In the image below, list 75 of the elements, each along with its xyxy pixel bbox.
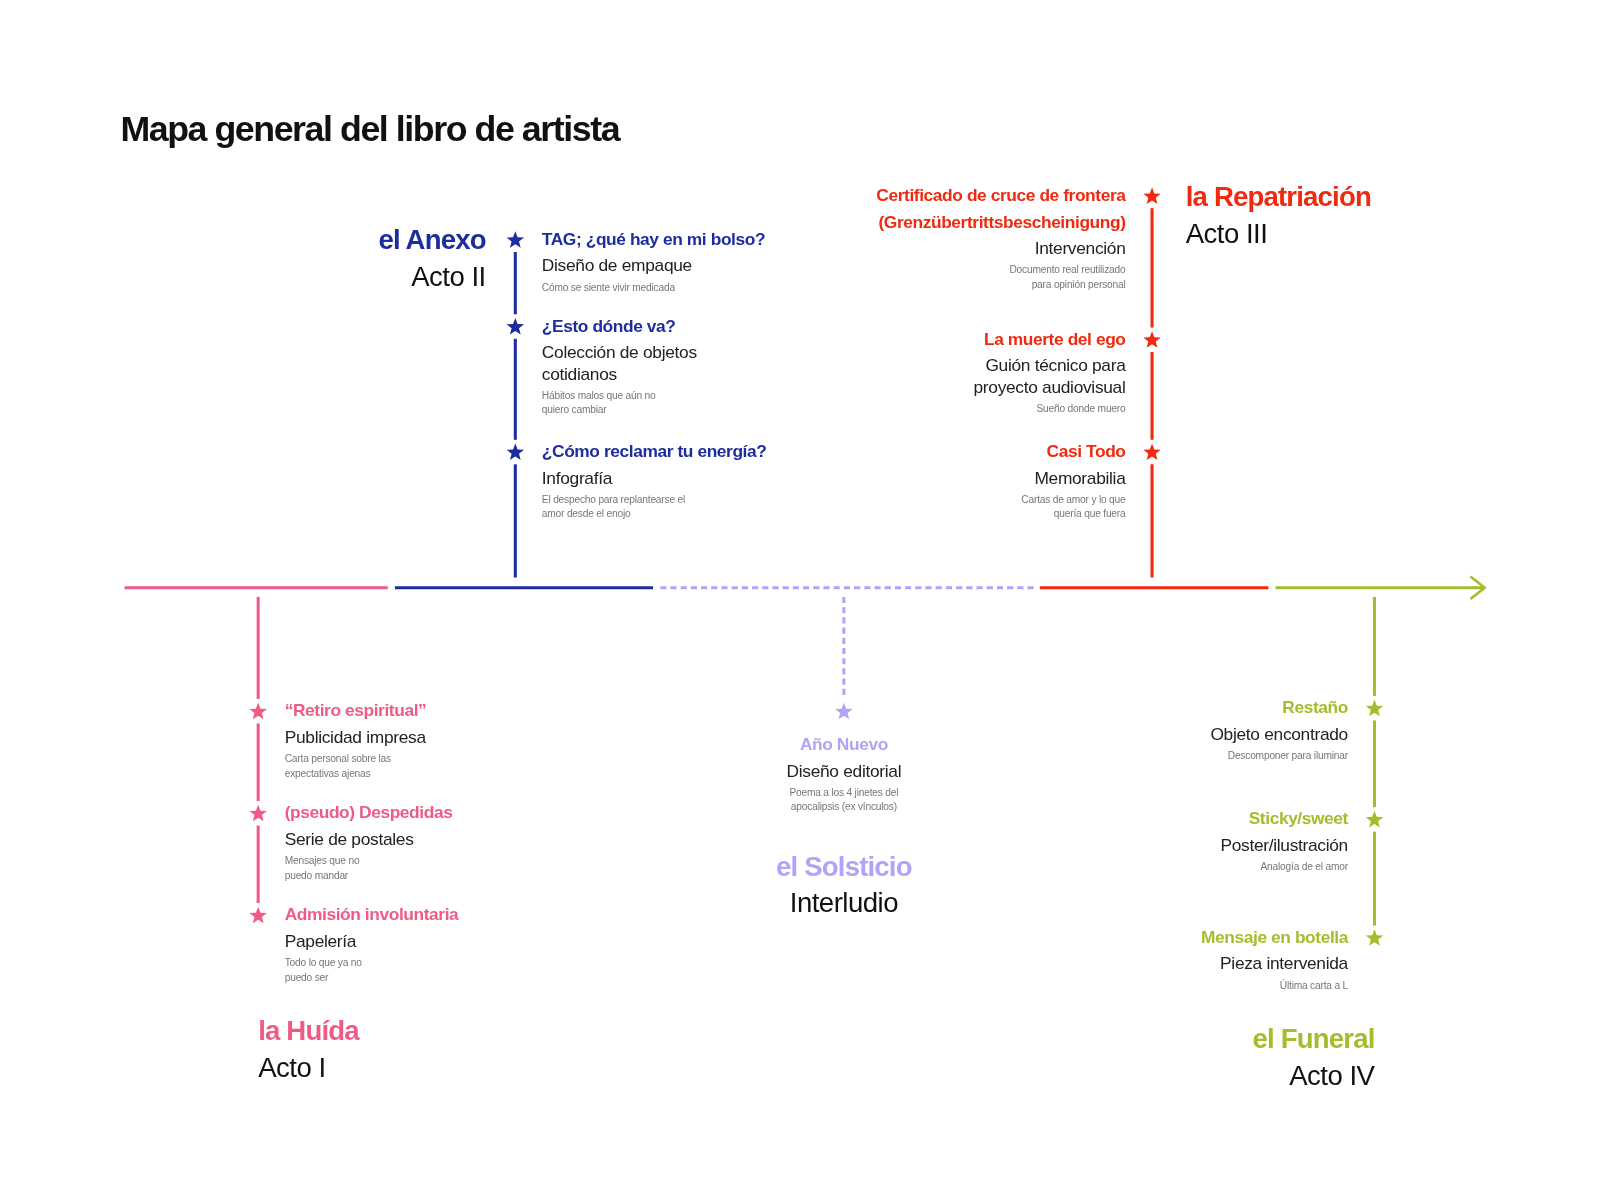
connector-line xyxy=(1150,208,1154,328)
item-type: Intervención xyxy=(1034,237,1126,260)
act-number: Acto I xyxy=(258,1051,326,1085)
connector-line xyxy=(1150,352,1154,440)
item-type: Diseño de empaque xyxy=(541,255,692,277)
star-marker xyxy=(1365,928,1384,947)
act-name: el Solsticio xyxy=(776,850,912,884)
item-description: Última carta a L xyxy=(1279,978,1348,993)
item-type: Infografía xyxy=(541,467,613,489)
item-title: ¿Cómo reclamar tu energía? xyxy=(541,440,767,464)
item-type: Papelería xyxy=(284,930,357,953)
item-description: Sueño donde muero xyxy=(1036,402,1126,417)
act-number: Acto III xyxy=(1185,217,1268,251)
item-title: Mensaje en botella xyxy=(1201,926,1348,949)
item-title: Sticky/sweet xyxy=(1248,808,1348,831)
star-marker xyxy=(1365,699,1384,718)
item-type: Colección de objetos cotidianos xyxy=(541,341,698,385)
connector-line xyxy=(1372,720,1376,808)
connector-line xyxy=(256,825,260,904)
diagram-title: Mapa general del libro de artista xyxy=(120,108,620,149)
item-type: Objeto encontrado xyxy=(1210,723,1348,745)
connector-line xyxy=(1150,464,1154,578)
connector-line xyxy=(1372,831,1376,926)
item-type: Pieza intervenida xyxy=(1220,953,1348,975)
star-marker xyxy=(834,702,854,721)
connector-line xyxy=(1372,596,1376,696)
item-description: Todo lo que ya no puedo ser xyxy=(284,956,363,985)
item-title: Casi Todo xyxy=(1046,440,1126,464)
item-type: Diseño editorial xyxy=(786,760,902,782)
act-number: Acto II xyxy=(411,260,486,294)
item-description: Documento real reutilizado para opinión personal xyxy=(1008,263,1126,292)
connector-line xyxy=(513,338,517,440)
item-title: “Retiro espiritual” xyxy=(284,700,427,723)
act-name: el Funeral xyxy=(1252,1022,1375,1057)
star-marker xyxy=(249,804,268,823)
item-title: (pseudo) Despedidas xyxy=(284,802,453,825)
star-marker xyxy=(249,906,268,925)
act-name: la Repatriación xyxy=(1185,180,1371,215)
star-marker xyxy=(506,442,525,462)
connector-line xyxy=(256,596,260,699)
item-type: Publicidad impresa xyxy=(284,726,426,748)
item-description: Cartas de amor y lo que quería que fuera xyxy=(1020,492,1126,522)
item-title: Admisión involuntaria xyxy=(284,904,459,927)
item-type: Guión técnico para proyecto audiovisual xyxy=(972,355,1126,398)
item-title: ¿Esto dónde va? xyxy=(541,315,676,338)
connector-line xyxy=(513,252,517,315)
star-marker xyxy=(249,702,268,721)
item-description: Descomponer para iluminar xyxy=(1227,749,1348,764)
item-type: Memorabilia xyxy=(1034,467,1126,489)
item-title: Restaño xyxy=(1282,696,1348,720)
item-description: El despecho para replantearse el amor desde el enojo xyxy=(541,492,687,522)
item-title: TAG; ¿qué hay en mi bolso? xyxy=(541,228,766,251)
item-title: Certificado de cruce de frontera (Grenzübertrittsbescheinigung) xyxy=(875,184,1126,234)
item-title: La muerte del ego xyxy=(984,328,1126,351)
item-description: Mensajes que no puedo mandar xyxy=(284,854,361,883)
connector-line xyxy=(513,464,517,578)
act-number: Acto IV xyxy=(1289,1059,1375,1093)
star-marker xyxy=(506,230,525,249)
star-marker xyxy=(1142,330,1162,349)
connector-line xyxy=(256,723,260,801)
item-description: Carta personal sobre las expectativas ajenas xyxy=(284,752,392,781)
star-marker xyxy=(1142,442,1162,462)
item-description: Cómo se siente vivir medicada xyxy=(541,280,675,295)
act-name: el Anexo xyxy=(378,223,486,258)
item-description: Poema a los 4 jinetes del apocalipsis (ex vínculos) xyxy=(788,785,900,815)
item-description: Analogía de el amor xyxy=(1260,860,1348,875)
item-description: Hábitos malos que aún no quiero cambiar xyxy=(541,388,657,418)
star-marker xyxy=(506,317,525,336)
star-marker xyxy=(1142,186,1162,206)
star-marker xyxy=(1365,810,1384,829)
item-title: Año Nuevo xyxy=(799,733,888,757)
act-name: la Huída xyxy=(258,1014,359,1048)
act-number: Interludio xyxy=(789,886,898,921)
item-type: Poster/ilustración xyxy=(1220,834,1348,857)
item-type: Serie de postales xyxy=(284,828,414,850)
